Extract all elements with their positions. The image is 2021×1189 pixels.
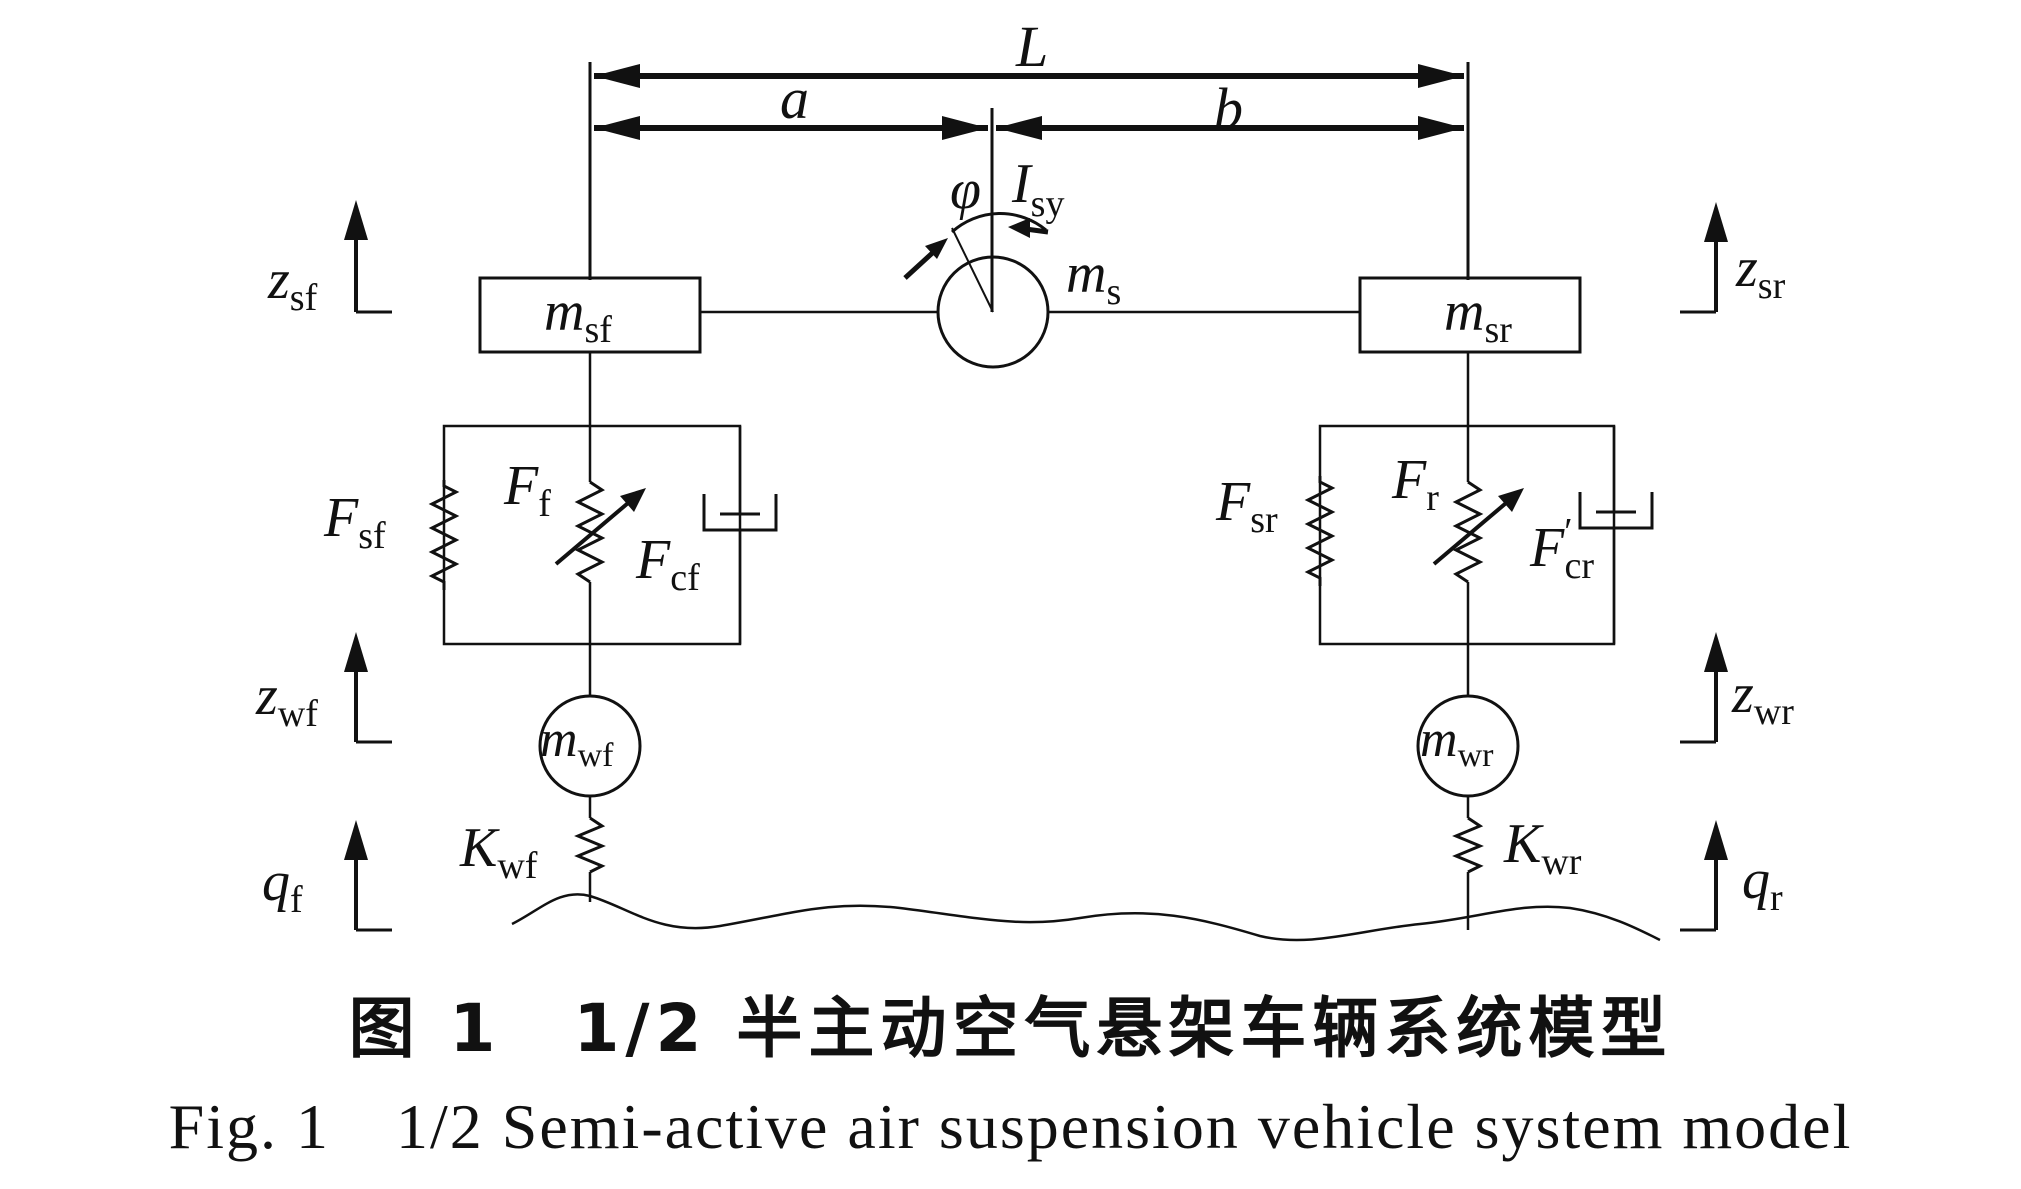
- figure-caption-chinese: 图 1 1/2 半主动空气悬架车辆系统模型: [348, 990, 1673, 1067]
- label-L: L: [1015, 14, 1048, 79]
- front-tire-spring: [574, 816, 606, 874]
- label-K-wr: Kwr: [1503, 813, 1582, 883]
- rear-sprung-mass-box: [1358, 276, 1582, 354]
- qf-indicator: [344, 820, 392, 932]
- zsf-indicator: [344, 200, 392, 314]
- label-m-s: ms: [1066, 243, 1121, 313]
- label-F-sf: Fsf: [323, 487, 386, 557]
- qr-indicator: [1680, 820, 1728, 932]
- label-F-cf: Fcf: [635, 529, 700, 599]
- body-mass-circle: [936, 255, 1050, 369]
- label-F-sr: Fsr: [1215, 471, 1278, 541]
- label-z-sf: zsf: [267, 249, 318, 319]
- zwf-indicator: [344, 632, 392, 744]
- label-F-f: Ff: [503, 455, 551, 525]
- label-z-sr: zsr: [1735, 237, 1786, 307]
- label-b: b: [1214, 76, 1243, 141]
- zsr-indicator: [1680, 202, 1728, 314]
- figure-caption-english: Fig. 1 1/2 Semi-active air suspension ve…: [168, 1091, 1853, 1162]
- label-m-wr: mwr: [1420, 711, 1494, 774]
- front-variable-arrow: [554, 496, 636, 566]
- label-z-wf: zwf: [255, 665, 318, 735]
- pitch-radius-line: [951, 227, 994, 313]
- label-K-wf: Kwf: [459, 817, 538, 887]
- front-passive-spring: [428, 480, 460, 590]
- rear-passive-spring: [1304, 476, 1336, 586]
- label-phi: φ: [950, 159, 981, 221]
- label-F-cr: F′cr: [1529, 511, 1594, 587]
- road-profile: [511, 893, 1661, 942]
- label-m-sf: msf: [544, 281, 612, 351]
- pitch-arc: [950, 212, 1047, 234]
- label-q-f: qf: [262, 851, 303, 921]
- label-m-wf: mwf: [540, 711, 614, 774]
- label-m-sr: msr: [1444, 281, 1512, 351]
- label-I-sy: Isy: [1011, 153, 1064, 225]
- front-air-spring: [574, 480, 606, 584]
- label-q-r: qr: [1742, 849, 1783, 919]
- label-z-wr: zwr: [1731, 663, 1794, 733]
- rear-variable-arrow: [1432, 496, 1514, 566]
- rear-air-spring: [1452, 480, 1484, 584]
- rear-tire-spring: [1452, 816, 1484, 874]
- label-a: a: [780, 66, 809, 131]
- label-F-r: Fr: [1391, 449, 1439, 519]
- rear-damper-cylinder: [1578, 492, 1654, 530]
- zwr-indicator: [1680, 632, 1728, 744]
